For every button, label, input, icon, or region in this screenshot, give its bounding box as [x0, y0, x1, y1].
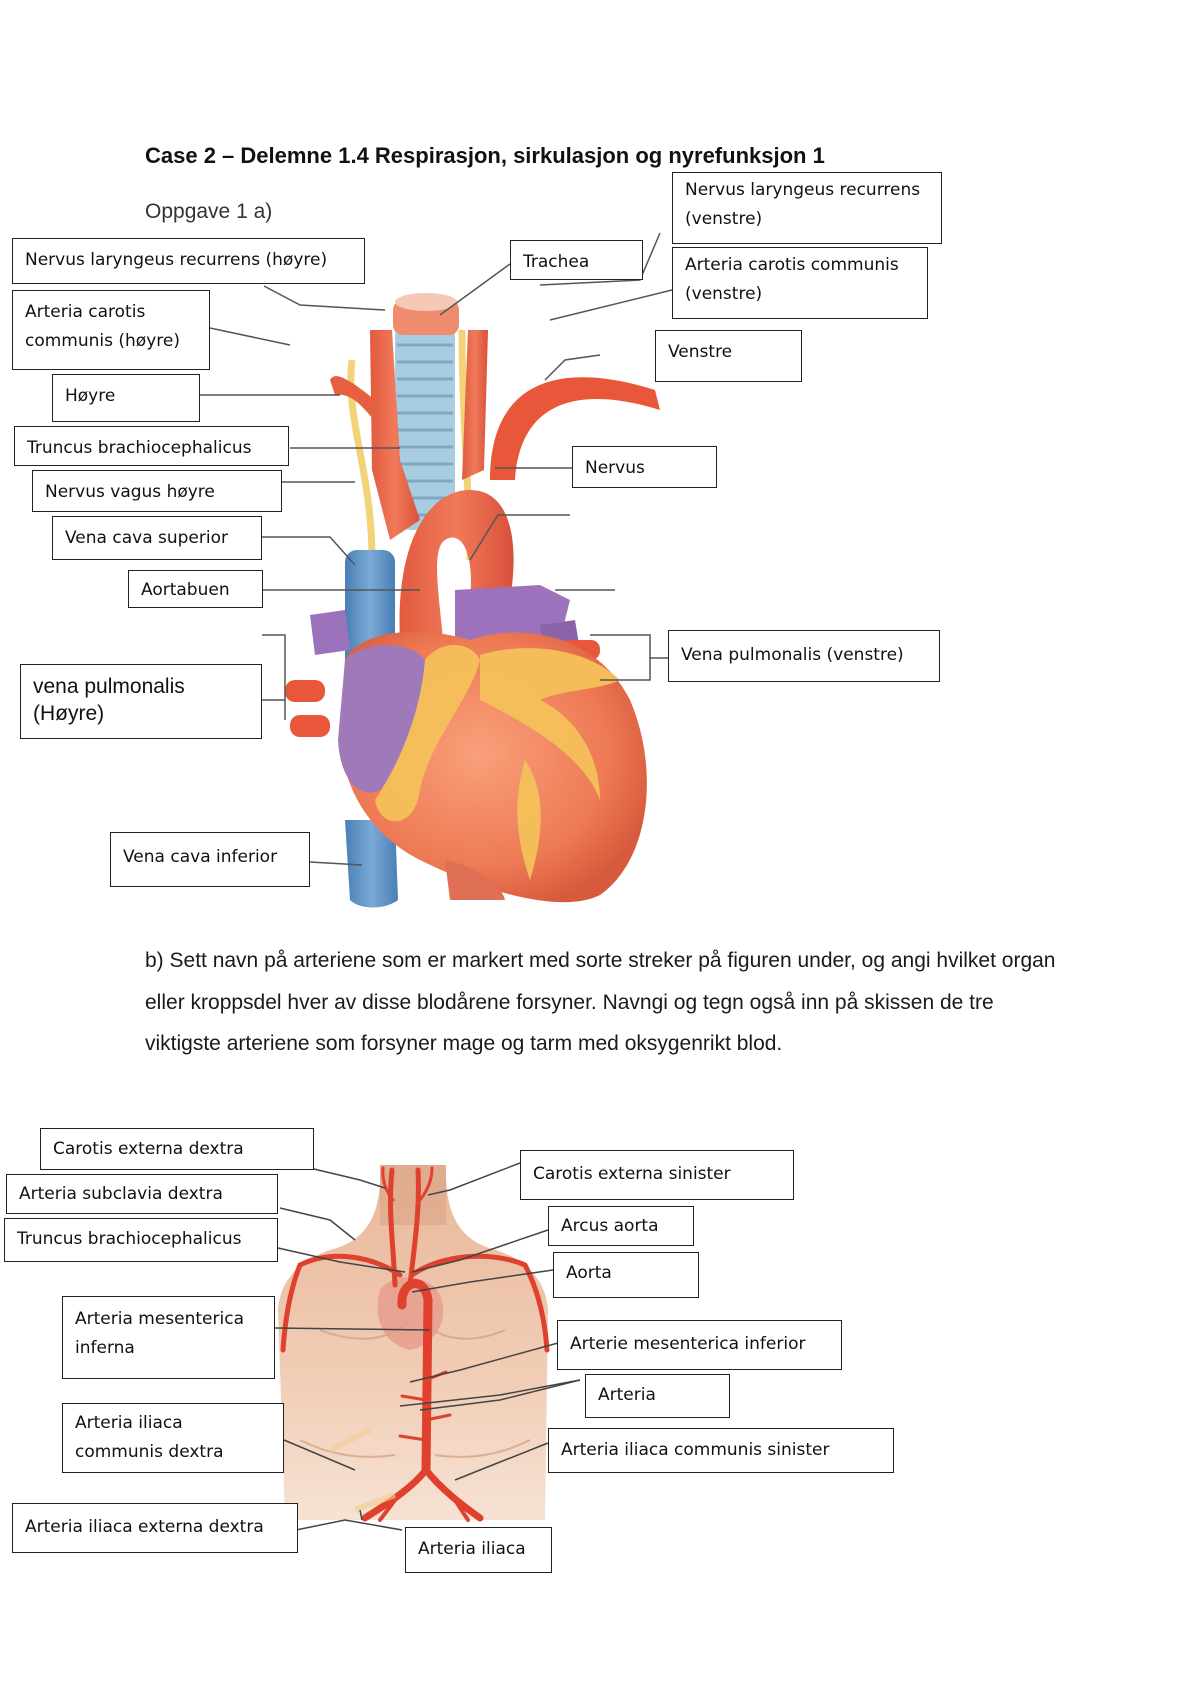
aortic-arch-shape [399, 490, 514, 660]
label-nervus-vagus-hoyre: Nervus vagus høyre [32, 470, 282, 512]
label-hoyre: Høyre [52, 374, 200, 422]
heart-leader-lines [200, 232, 673, 866]
label-aorta: Aorta [553, 1252, 699, 1298]
label-vena-pulmonalis-hoyre: vena pulmonalis (Høyre) [20, 664, 262, 739]
label-arteria-iliaca-communis-sinister: Arteria iliaca communis sinister [548, 1428, 894, 1473]
label-vena-cava-superior: Vena cava superior [52, 516, 262, 560]
label-aortabuen: Aortabuen [128, 570, 263, 608]
coronary-fat-shapes [375, 645, 620, 880]
label-trachea: Trachea [510, 240, 643, 280]
left-subclavian-shape [490, 377, 660, 480]
label-arteria-mesenterica-inferna: Arteria mesenterica inferna [62, 1296, 275, 1379]
task-a-heading: Oppgave 1 a) [145, 200, 273, 223]
left-carotid-shape [462, 330, 488, 480]
label-vena-pulmonalis-venstre: Vena pulmonalis (venstre) [668, 630, 940, 682]
label-arteria: Arteria [585, 1374, 730, 1418]
label-truncus-brachiocephalicus-torso: Truncus brachiocephalicus [4, 1218, 278, 1262]
arterial-tree [280, 1166, 550, 1522]
label-arteria-iliaca-communis-dextra: Arteria iliaca communis dextra [62, 1403, 284, 1473]
label-carotis-externa-dextra: Carotis externa dextra [40, 1128, 314, 1170]
right-subclavian-shape [330, 376, 378, 425]
label-arteria-subclavia-dextra: Arteria subclavia dextra [6, 1174, 278, 1214]
label-arteria-carotis-communis-hoyre: Arteria carotis communis (høyre) [12, 290, 210, 370]
heart-diagram [285, 293, 660, 908]
right-atrium-shape [338, 645, 426, 793]
label-truncus-brachiocephalicus-heart: Truncus brachiocephalicus [14, 426, 289, 466]
vena-cava-inferior-shape [345, 820, 398, 908]
label-venstre: Venstre [655, 330, 802, 382]
label-vena-cava-inferior: Vena cava inferior [110, 832, 310, 887]
document-title: Case 2 – Delemne 1.4 Respirasjon, sirkul… [145, 143, 825, 168]
pulmonary-trunk-shape [455, 585, 570, 650]
label-arterie-mesenterica-inferior: Arterie mesenterica inferior [557, 1320, 842, 1370]
label-arcus-aorta: Arcus aorta [548, 1206, 694, 1246]
label-arteria-iliaca: Arteria iliaca [405, 1527, 552, 1573]
label-arteria-iliaca-externa-dextra: Arteria iliaca externa dextra [12, 1503, 298, 1553]
label-nervus-laryngeus-recurrens-hoyre: Nervus laryngeus recurrens (høyre) [12, 238, 365, 284]
label-nervus: Nervus [572, 446, 717, 488]
label-arteria-carotis-communis-venstre: Arteria carotis communis (venstre) [672, 247, 928, 319]
label-nervus-laryngeus-recurrens-venstre: Nervus laryngeus recurrens (venstre) [672, 172, 942, 244]
label-carotis-externa-sinister: Carotis externa sinister [520, 1150, 794, 1200]
trachea-shape [393, 293, 459, 530]
task-b-text: b) Sett navn på arteriene som er markert… [145, 949, 1056, 1055]
right-carotid-shape [370, 330, 420, 540]
